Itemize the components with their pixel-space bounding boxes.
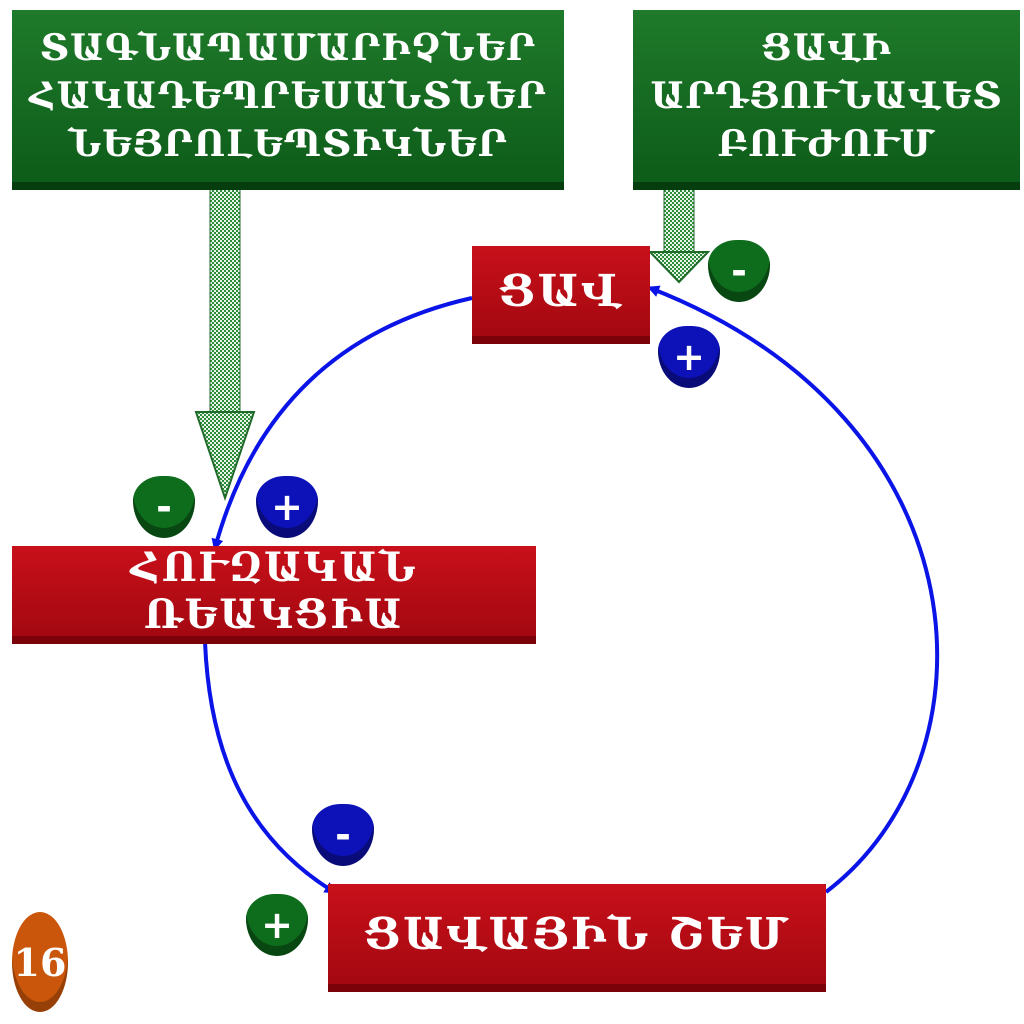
arrow-emotion-to-scheme	[203, 641, 337, 894]
pain-scheme-box: ՑԱՎԱՅԻՆ ՇԵՄ	[328, 884, 826, 984]
pain-treatment-line-2: ԱՐԴՅՈՒՆԱՎԵՏ	[650, 75, 1003, 117]
scheme-plus-badge: +	[246, 894, 308, 956]
inhibitors-line-3: ՆԵՅՐՈԼԵՊՏԻԿՆԵՐ	[68, 123, 508, 165]
pain-minus-sign: -	[731, 249, 747, 293]
emotion-minus-sign: -	[156, 485, 172, 529]
pain-scheme-label: ՑԱՎԱՅԻՆ ՇԵՄ	[364, 908, 790, 960]
inhibitors-box: ՏԱԳՆԱՊԱՄԱՐԻՉՆԵՐ ՀԱԿԱԴԵՊՐԵՍԱՆՏՆԵՐ ՆԵՅՐՈԼԵ…	[12, 10, 564, 182]
scheme-plus-sign: +	[261, 903, 293, 947]
scheme-minus-badge: -	[312, 804, 374, 866]
pain-treatment-box: ՑԱՎԻ ԱՐԴՅՈՒՆԱՎԵՏ ԲՈՒԺՈՒՄ	[633, 10, 1020, 182]
scheme-minus-sign: -	[335, 813, 351, 857]
page-number: 16	[13, 939, 67, 985]
pain-plus-sign: +	[673, 335, 705, 379]
emotional-reaction-box: ՀՈՒԶԱԿԱՆ ՌԵԱԿՑԻԱ	[12, 544, 536, 638]
emotion-plus-badge: +	[256, 476, 318, 538]
arrow-scheme-to-pain	[647, 285, 940, 894]
pain-plus-badge: +	[658, 326, 720, 388]
inhibitor-arrow	[194, 185, 256, 502]
pain-label: ՑԱՎ	[498, 265, 624, 317]
emotional-reaction-label: ՀՈՒԶԱԿԱՆ ՌԵԱԿՑԻԱ	[130, 544, 418, 638]
emotion-minus-badge: -	[133, 476, 195, 538]
treatment-arrow	[647, 185, 711, 284]
pain-minus-badge: -	[708, 240, 770, 302]
arrow-pain-to-emotion	[211, 296, 473, 551]
page-number-badge: 16	[12, 912, 68, 1012]
emotion-plus-sign: +	[271, 485, 303, 529]
pain-box: ՑԱՎ	[472, 246, 650, 336]
pain-treatment-line-3: ԲՈՒԺՈՒՄ	[717, 123, 936, 165]
inhibitors-line-2: ՀԱԿԱԴԵՊՐԵՍԱՆՏՆԵՐ	[29, 75, 547, 117]
inhibitors-line-1: ՏԱԳՆԱՊԱՄԱՐԻՉՆԵՐ	[39, 27, 537, 69]
pain-treatment-line-1: ՑԱՎԻ	[761, 27, 892, 69]
